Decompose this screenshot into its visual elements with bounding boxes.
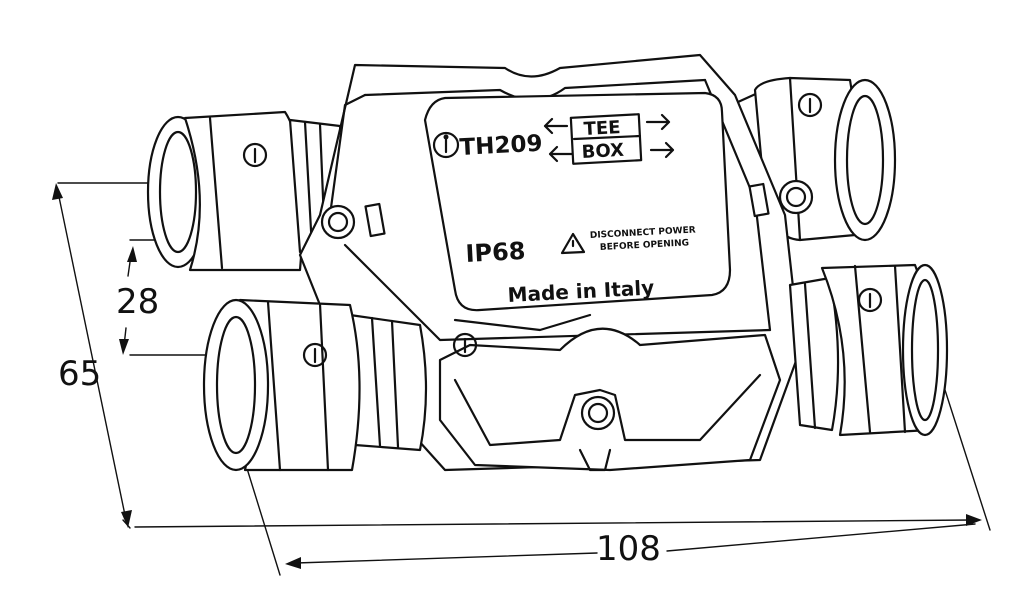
arrow-right-icon (645, 113, 671, 131)
arrow-right-icon (649, 141, 675, 159)
screw-icon (580, 395, 616, 431)
arrow-left-icon (548, 145, 574, 163)
brand-line-2: BOX (581, 140, 624, 163)
cable-gland-back-left (146, 110, 347, 272)
ip-rating: IP68 (465, 237, 526, 268)
lock-icon (857, 287, 883, 313)
brand-box: TEE BOX (569, 113, 643, 165)
dim-length: 108 (596, 529, 661, 569)
lock-icon (797, 92, 823, 118)
screw-icon (778, 179, 814, 215)
dim-cable-spacing: 28 (116, 282, 159, 322)
lock-icon (242, 142, 268, 168)
cable-gland-front-right (788, 263, 949, 437)
dim-height: 65 (58, 354, 101, 394)
warning-triangle-icon (560, 232, 586, 255)
cable-gland-front-left (202, 298, 428, 472)
dimension-lines (52, 182, 991, 576)
warning-line-2: BEFORE OPENING (600, 238, 690, 253)
logo-icon (432, 131, 460, 159)
screw-icon (320, 204, 356, 240)
model-number: TH209 (459, 131, 543, 161)
front-cover (438, 327, 782, 472)
arrow-left-icon (543, 117, 569, 135)
lock-icon (302, 342, 328, 368)
lock-icon (452, 332, 478, 358)
brand-line-1: TEE (583, 117, 621, 140)
